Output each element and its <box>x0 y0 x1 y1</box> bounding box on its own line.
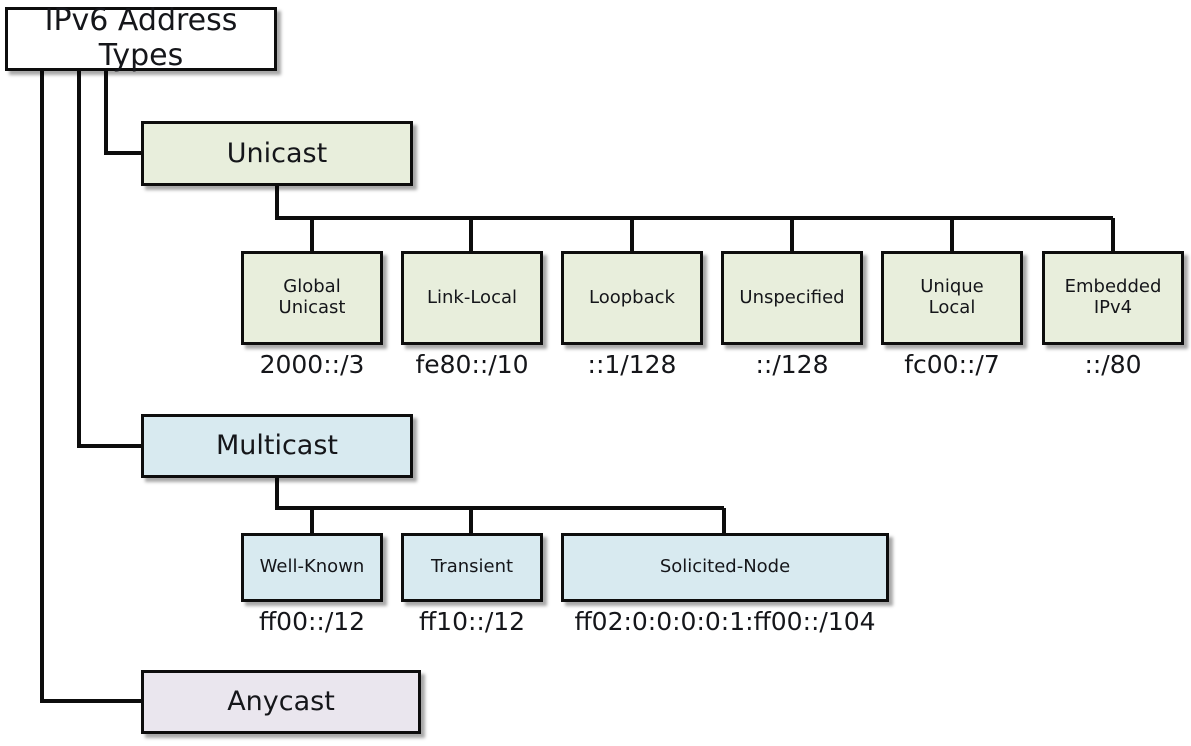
node-global-unicast[interactable]: Global Unicast <box>241 251 383 345</box>
prefix-unique-local: fc00::/7 <box>904 350 1000 379</box>
node-multicast-label: Multicast <box>215 430 339 462</box>
node-embedded-ipv4-label: Embedded IPv4 <box>1064 276 1162 318</box>
edge-root-unicast <box>104 71 141 155</box>
prefix-well-known: ff00::/12 <box>258 607 366 636</box>
node-link-local[interactable]: Link-Local <box>401 251 543 345</box>
node-unique-local-label: Unique Local <box>920 276 984 318</box>
edge-multicast-bus <box>275 478 724 510</box>
node-well-known[interactable]: Well-Known <box>241 533 383 602</box>
prefix-transient: ff10::/12 <box>418 607 526 636</box>
node-root[interactable]: IPv6 Address Types <box>5 3 277 73</box>
node-anycast[interactable]: Anycast <box>141 670 421 734</box>
prefix-global-unicast: 2000::/3 <box>259 350 365 379</box>
edge-unicast-bus <box>275 186 1113 220</box>
node-multicast[interactable]: Multicast <box>141 414 413 478</box>
node-loopback[interactable]: Loopback <box>561 251 703 345</box>
node-root-label: IPv6 Address Types <box>44 3 238 73</box>
node-unicast[interactable]: Unicast <box>141 121 413 186</box>
node-loopback-label: Loopback <box>589 286 675 308</box>
node-solicited-node-label: Solicited-Node <box>659 556 791 578</box>
prefix-link-local: fe80::/10 <box>415 350 529 379</box>
node-transient[interactable]: Transient <box>401 533 543 602</box>
node-transient-label: Transient <box>430 556 514 578</box>
node-global-unicast-label: Global Unicast <box>278 276 346 318</box>
edge-root-multicast <box>77 71 141 448</box>
edge-root-anycast <box>40 71 141 703</box>
prefix-solicited-node: ff02:0:0:0:0:1:ff00::/104 <box>574 607 876 636</box>
node-embedded-ipv4[interactable]: Embedded IPv4 <box>1042 251 1184 345</box>
node-solicited-node[interactable]: Solicited-Node <box>561 533 889 602</box>
node-unicast-label: Unicast <box>226 137 328 169</box>
node-unspecified[interactable]: Unspecified <box>721 251 863 345</box>
node-unspecified-label: Unspecified <box>739 286 845 308</box>
prefix-loopback: ::1/128 <box>587 350 677 379</box>
node-well-known-label: Well-Known <box>259 556 365 578</box>
prefix-embedded-ipv4: ::/80 <box>1084 350 1142 379</box>
node-unique-local[interactable]: Unique Local <box>881 251 1023 345</box>
node-anycast-label: Anycast <box>227 686 335 718</box>
node-link-local-label: Link-Local <box>426 286 517 308</box>
prefix-unspecified: ::/128 <box>755 350 829 379</box>
